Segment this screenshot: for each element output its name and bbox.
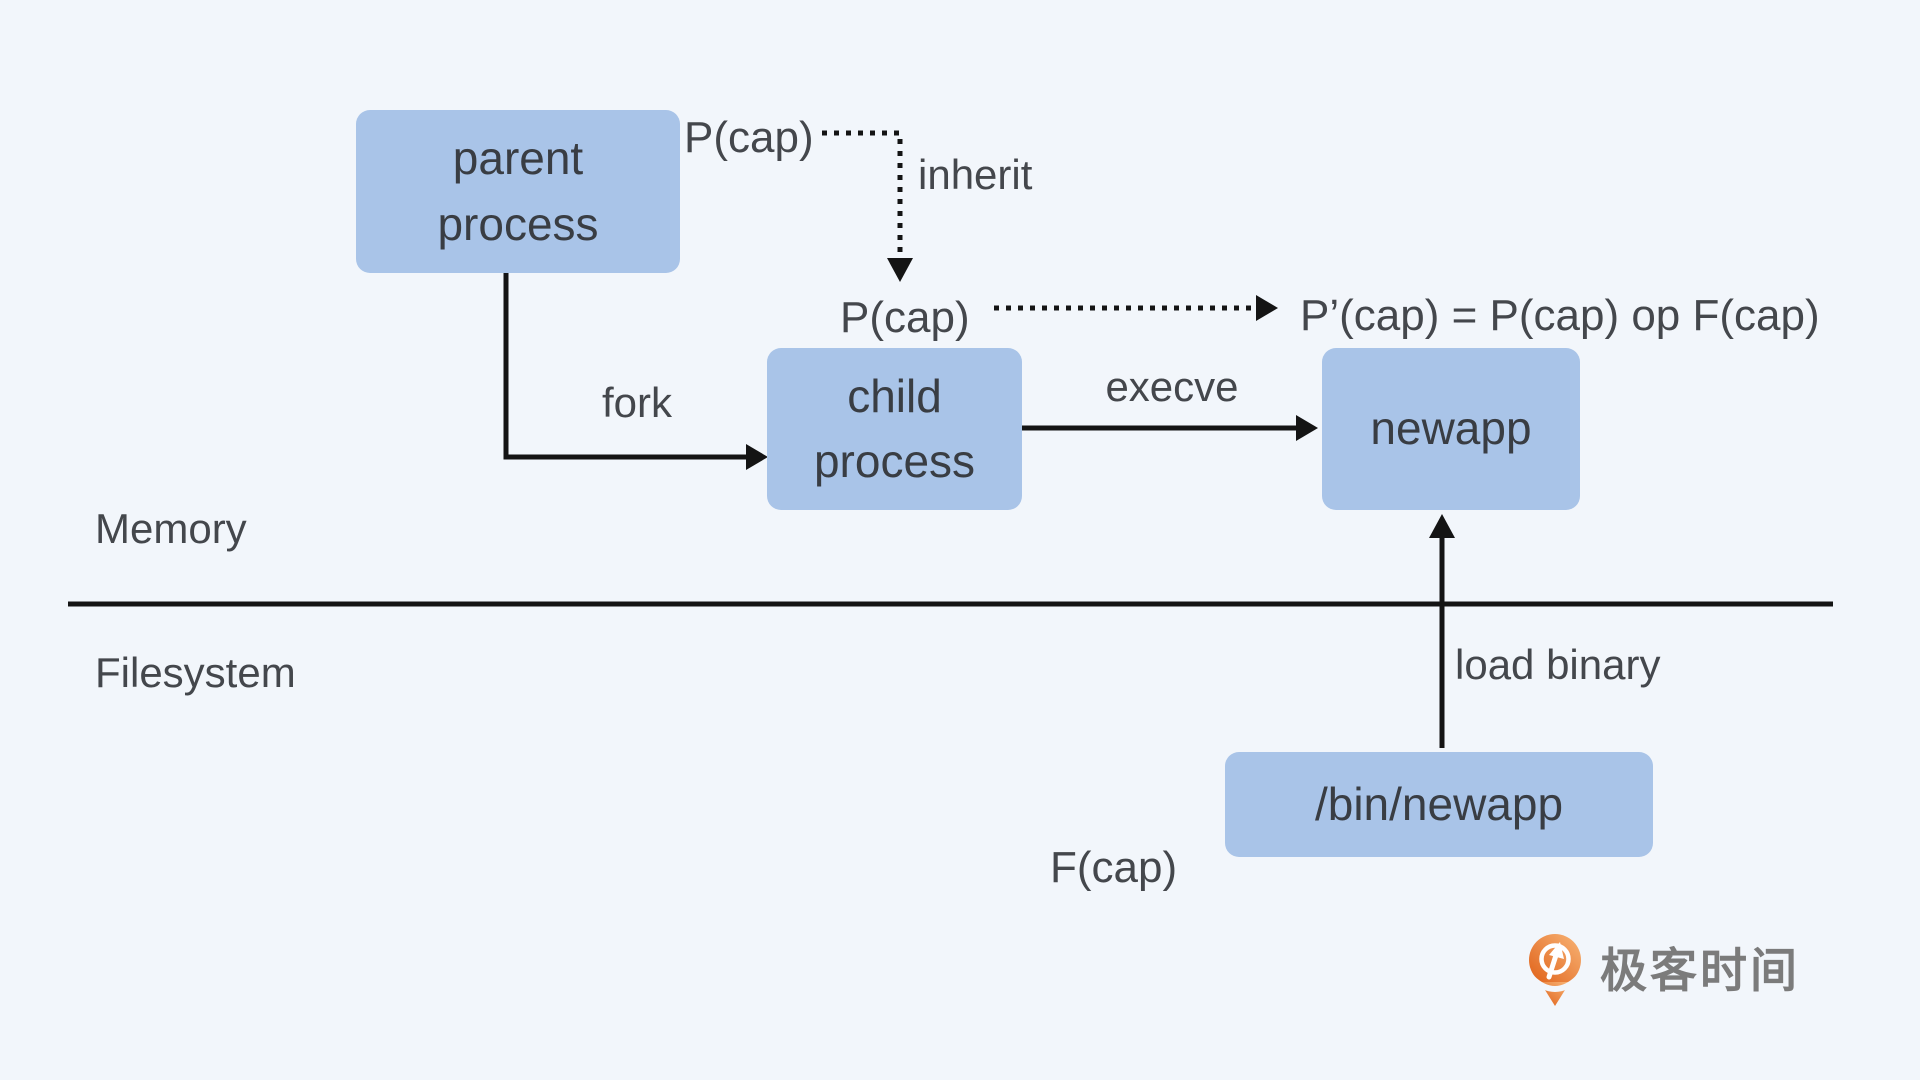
newapp-box: newapp xyxy=(1322,348,1580,510)
capability-formula-label: P’(cap) = P(cap) op F(cap) xyxy=(1300,291,1820,340)
child-process-box: child process xyxy=(767,348,1022,510)
execve-arrowhead-icon xyxy=(1296,415,1318,441)
load-binary-label: load binary xyxy=(1455,641,1661,688)
geektime-logo-text: 极客时间 xyxy=(1600,943,1800,997)
fork-label: fork xyxy=(601,379,672,426)
transform-arrowhead-icon xyxy=(1256,295,1278,321)
inherit-label: inherit xyxy=(918,151,1033,198)
geektime-logo-icon xyxy=(1529,934,1581,1006)
newapp-label: newapp xyxy=(1370,402,1532,455)
inherit-arrowhead-icon xyxy=(887,258,913,282)
fcap-label: F(cap) xyxy=(1050,843,1178,892)
inherit-arrow-line xyxy=(822,130,903,258)
pcap-child-label: P(cap) xyxy=(840,293,970,342)
filesystem-section-label: Filesystem xyxy=(95,649,296,696)
pcap-parent-label: P(cap) xyxy=(684,113,814,162)
parent-process-box: parent process xyxy=(356,110,680,273)
load-binary-arrowhead-icon xyxy=(1429,514,1455,538)
bin-newapp-box: /bin/newapp xyxy=(1225,752,1653,857)
fork-arrowhead-icon xyxy=(746,444,768,470)
parent-process-label-line2: process xyxy=(437,197,599,250)
child-process-label-line1: child xyxy=(847,369,942,422)
parent-process-label-line1: parent xyxy=(452,132,584,185)
geektime-logo: 极客时间 xyxy=(1528,932,1800,1008)
memory-section-label: Memory xyxy=(95,505,247,552)
execve-label: execve xyxy=(1105,363,1239,410)
fork-arrow-line xyxy=(503,272,748,460)
child-process-label-line2: process xyxy=(813,435,976,487)
bin-newapp-label: /bin/newapp xyxy=(1314,777,1564,830)
